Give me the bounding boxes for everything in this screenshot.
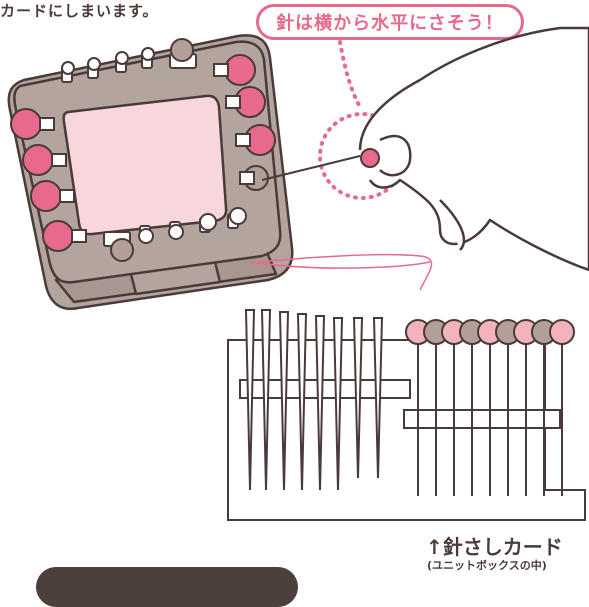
needle-in-hand (261, 148, 380, 181)
tip-callout-text: 針は横から水平にさそう！ (276, 13, 504, 34)
flower-pins (10, 54, 276, 252)
tip-callout: 針は横から水平にさそう！ (256, 4, 524, 40)
hand (358, 26, 589, 272)
section-header-bar (36, 567, 298, 607)
box-pins (61, 38, 247, 262)
card-flower-pins (405, 319, 575, 496)
card-caption-title: ↑針さしカード (426, 535, 563, 559)
card-needles (244, 309, 384, 491)
illustration (7, 26, 589, 521)
thread (249, 253, 433, 291)
card-caption-subtitle: (ユニットボックスの中) (427, 559, 547, 572)
intro-text: カードにしまいます。 (0, 2, 159, 20)
